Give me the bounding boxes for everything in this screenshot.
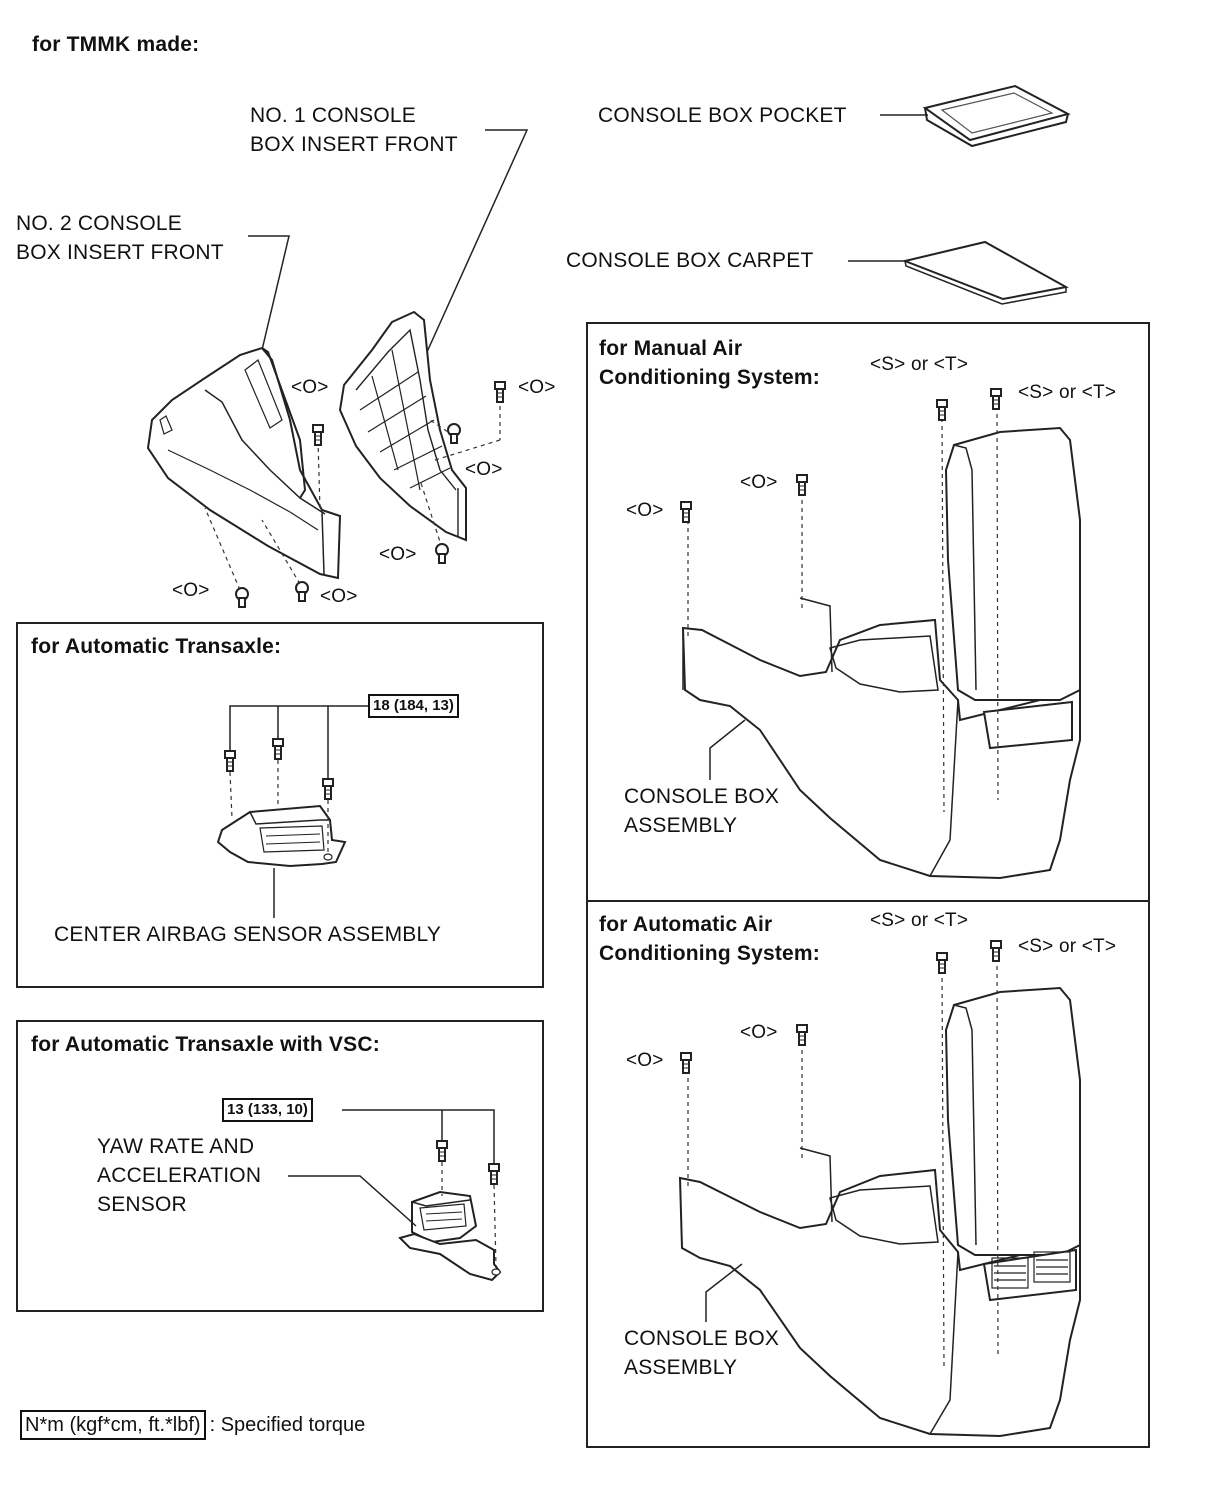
rear-vent-grilles	[991, 1251, 1071, 1289]
legend-text: : Specified torque	[209, 1414, 366, 1436]
console-box-auto-drawing	[678, 986, 1081, 1438]
clip-mark-o: <O>	[172, 580, 210, 601]
no1-insert-front-drawing	[338, 310, 467, 542]
auto-transaxle-heading: for Automatic Transaxle:	[31, 635, 282, 658]
torque-spec-airbag: 18 (184, 13)	[368, 694, 459, 718]
auto-ac-fasteners	[680, 940, 1002, 1367]
console-box-assembly-label: CONSOLE BOX ASSEMBLY	[624, 1327, 780, 1379]
torque-legend: N*m (kgf*cm, ft.*lbf): Specified torque	[20, 1410, 365, 1440]
torque-spec-yaw: 13 (133, 10)	[222, 1098, 313, 1122]
no2-insert-front-drawing	[146, 346, 342, 580]
clip-mark-o: <O>	[465, 459, 503, 480]
no2-insert-leader	[248, 235, 290, 351]
auto-ac-panel: for Automatic Air Conditioning System: <…	[586, 900, 1150, 1448]
clip-mark-o: <O>	[320, 586, 358, 607]
yaw-sensor-bolts	[288, 1109, 500, 1267]
clip-mark-o: <O>	[379, 544, 417, 565]
auto-ac-heading: for Automatic Air Conditioning System:	[599, 913, 820, 965]
manual-ac-panel: for Manual Air Conditioning System: <S> …	[586, 322, 1150, 902]
auto-transaxle-vsc-heading: for Automatic Transaxle with VSC:	[31, 1033, 380, 1056]
console-box-manual-drawing	[681, 426, 1081, 880]
console-box-pocket-drawing	[880, 84, 1071, 148]
fastener-mark-s-or-t: <S> or <T>	[1018, 382, 1117, 403]
airbag-sensor-label: CENTER AIRBAG SENSOR ASSEMBLY	[54, 923, 442, 946]
no1-insert-label: NO. 1 CONSOLE BOX INSERT FRONT	[250, 104, 458, 156]
clip-mark-o: <O>	[518, 377, 556, 398]
clip-mark-o: <O>	[740, 472, 778, 493]
clip-mark-o: <O>	[740, 1022, 778, 1043]
fastener-mark-s-or-t: <S> or <T>	[870, 910, 969, 931]
airbag-sensor-bolts	[224, 705, 368, 918]
clip-mark-o: <O>	[291, 377, 329, 398]
auto-transaxle-panel: for Automatic Transaxle: CENTER AIRBAG S…	[16, 622, 544, 988]
no2-insert-label: NO. 2 CONSOLE BOX INSERT FRONT	[16, 212, 224, 264]
fastener-mark-s-or-t: <S> or <T>	[870, 354, 969, 375]
manual-ac-fasteners	[680, 388, 1002, 813]
manual-ac-heading: for Manual Air Conditioning System:	[599, 337, 820, 389]
fastener-mark-s-or-t: <S> or <T>	[1018, 936, 1117, 957]
auto-transaxle-vsc-panel: for Automatic Transaxle with VSC: YAW RA…	[16, 1020, 544, 1312]
carpet-label: CONSOLE BOX CARPET	[566, 249, 814, 272]
pocket-label: CONSOLE BOX POCKET	[598, 104, 847, 127]
clip-mark-o: <O>	[626, 1050, 664, 1071]
console-box-assembly-label: CONSOLE BOX ASSEMBLY	[624, 785, 780, 837]
no1-insert-leader	[426, 129, 529, 353]
legend-torque-box: N*m (kgf*cm, ft.*lbf)	[20, 1410, 206, 1440]
yaw-sensor-label: YAW RATE AND ACCELERATION SENSOR	[97, 1135, 262, 1216]
center-airbag-sensor-drawing	[216, 804, 347, 868]
console-box-carpet-drawing	[848, 240, 1069, 305]
clip-mark-o: <O>	[626, 500, 664, 521]
insert-clips	[204, 381, 506, 608]
yaw-rate-sensor-drawing	[398, 1190, 502, 1282]
page-title: for TMMK made:	[32, 33, 200, 56]
